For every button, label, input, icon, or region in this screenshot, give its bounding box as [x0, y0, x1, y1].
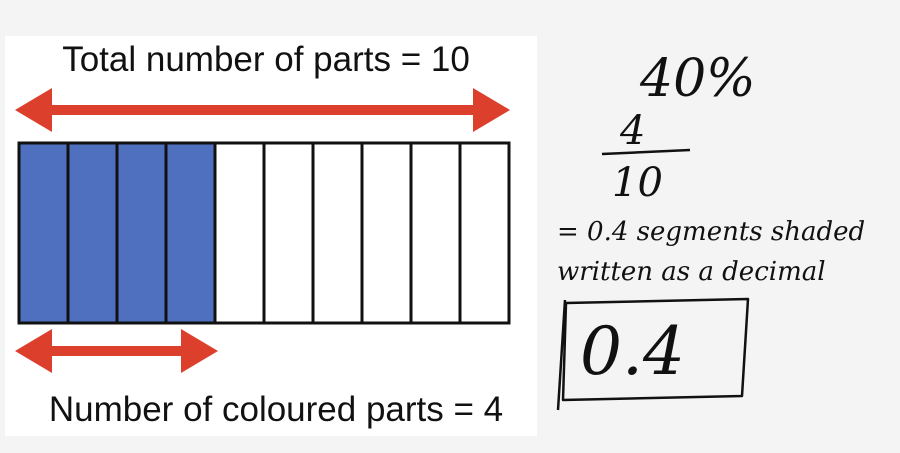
coloured-arrow-right-head	[181, 329, 218, 373]
handwritten-boxed-answer: 0.4	[580, 313, 685, 390]
handwritten-fraction-bar	[601, 148, 691, 156]
total-arrow-left-head	[15, 88, 52, 132]
total-arrow-right-head	[473, 88, 510, 132]
unshaded-segment	[262, 141, 315, 325]
coloured-parts-arrow	[15, 329, 218, 373]
handwritten-denominator: 10	[612, 160, 663, 206]
unshaded-segment	[360, 141, 413, 325]
shaded-segment	[115, 141, 168, 325]
unshaded-segment	[458, 141, 511, 325]
shaded-segment	[164, 141, 217, 325]
handwritten-explanation-line2: written as a decimal	[557, 257, 826, 287]
shaded-segment	[17, 141, 70, 325]
shaded-segment	[66, 141, 119, 325]
handwritten-explanation-line1: = 0.4 segments shaded	[557, 217, 865, 247]
handwritten-percent: 40%	[639, 49, 756, 109]
unshaded-segment	[409, 141, 462, 325]
handwritten-numerator: 4	[619, 108, 645, 154]
total-parts-label: Total number of parts = 10	[62, 40, 470, 79]
unshaded-segment	[213, 141, 266, 325]
coloured-parts-label: Number of coloured parts = 4	[49, 390, 503, 429]
unshaded-segment	[311, 141, 364, 325]
fraction-bar	[17, 141, 511, 325]
coloured-arrow-left-head	[15, 329, 52, 373]
total-parts-arrow	[15, 88, 510, 132]
handwritten-answer-box	[556, 297, 750, 411]
